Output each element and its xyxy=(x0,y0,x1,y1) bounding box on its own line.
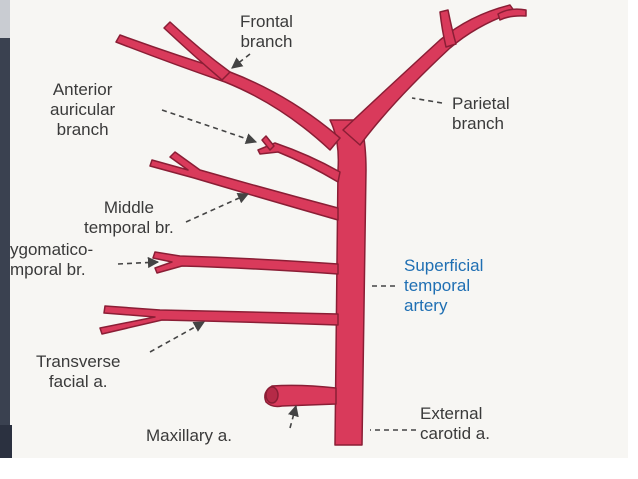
parietal-sub-branch-2 xyxy=(497,8,527,21)
parietal-sub-branch xyxy=(439,9,457,48)
frontal-sub-branch xyxy=(163,21,231,81)
leader-middle-temporal xyxy=(185,193,250,223)
label-middle-temporal-branch: Middle temporal br. xyxy=(84,198,174,237)
label-parietal-branch: Parietal branch xyxy=(452,94,510,133)
leader-anterior-auricular xyxy=(161,109,258,145)
maxillary-artery xyxy=(264,384,337,408)
leader-frontal xyxy=(231,53,251,69)
label-external-carotid-artery: External carotid a. xyxy=(420,404,490,443)
label-superficial-temporal-artery: Superficial temporal artery xyxy=(404,256,484,315)
frame-edge-bottom xyxy=(0,425,12,458)
artery-tree xyxy=(99,4,527,446)
maxillary-opening xyxy=(265,386,279,404)
leader-maxillary xyxy=(287,404,299,429)
middle-temporal-branch xyxy=(149,151,339,221)
paper-background xyxy=(10,0,628,458)
label-frontal-branch: Frontal branch xyxy=(240,12,293,51)
leader-zygomatico xyxy=(117,256,160,269)
leader-transverse xyxy=(149,321,205,353)
frame-edge-left xyxy=(0,38,10,458)
anterior-auricular-sub xyxy=(261,135,275,151)
anterior-auricular-branch xyxy=(257,142,341,183)
leader-parietal xyxy=(411,97,443,104)
label-maxillary-artery: Maxillary a. xyxy=(146,426,232,445)
frontal-branch xyxy=(115,34,341,151)
label-zygomatico-temporal-branch: ygomatico- mporal br. xyxy=(10,240,94,279)
frame-edge-top xyxy=(0,0,10,38)
zygomatico-temporal-branch xyxy=(152,251,339,275)
label-anterior-auricular-branch: Anterior auricular branch xyxy=(50,80,116,139)
label-transverse-facial-artery: Transverse facial a. xyxy=(36,352,121,391)
leader-lines xyxy=(117,53,443,431)
transverse-facial-branch xyxy=(99,305,339,335)
